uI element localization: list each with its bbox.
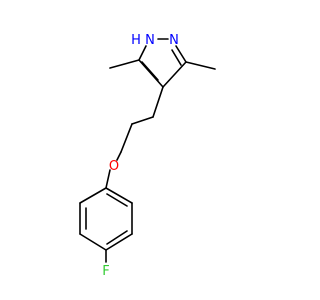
bond-chain2-chain3 [120,123,133,153]
bond-o-aryl [105,169,111,189]
bond-ar1-ar2-inner [106,193,128,207]
bond-lines [79,38,216,263]
bond-ar4-ar5 [79,233,107,251]
atom-label-n2: N [169,33,179,48]
bond-n2-c3-double [171,49,182,66]
atom-label-n1: N [145,33,155,48]
bond-c4-chain1 [152,86,164,118]
bond-c4-c5 [138,59,164,88]
atom-label-f: F [102,264,109,279]
bond-c4-c5-double [141,61,159,81]
bond-c5-methyl [109,59,140,69]
bond-ar6-ar1 [79,187,107,204]
bond-c3-c4 [162,61,187,88]
bond-n2-c3 [175,45,187,63]
bond-chain1-chain2 [131,116,154,125]
atom-label-n1-h: H [131,33,141,48]
atom-label-o: O [109,159,119,174]
bond-ar3-ar4-inner [106,230,128,245]
atom-labels: H N N O F [102,33,179,279]
bond-n1-c5 [138,45,147,61]
structure-diagram: H N N O F [79,33,216,279]
bond-ar1-ar2 [105,187,133,204]
bond-chain3-o [116,151,122,161]
bond-ar3-ar4 [105,233,133,251]
bond-c3-methyl [185,61,216,70]
